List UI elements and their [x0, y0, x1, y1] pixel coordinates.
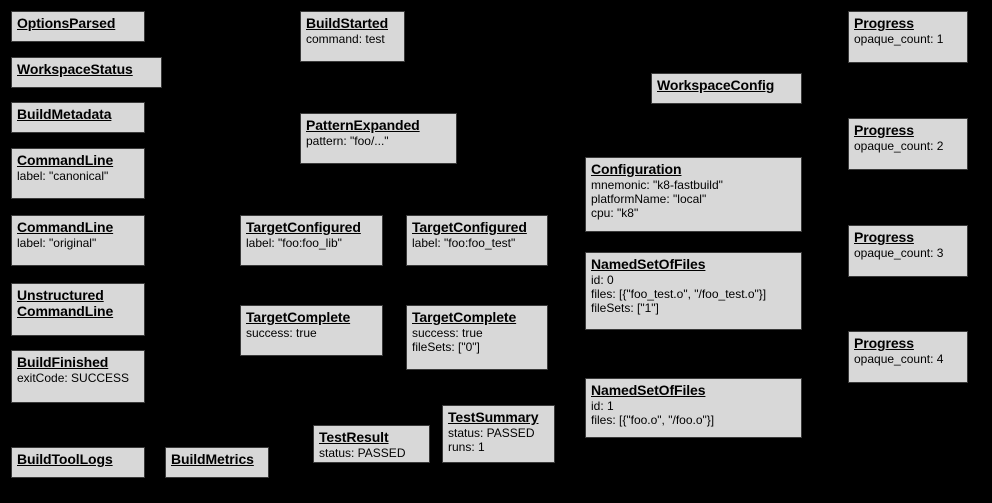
event-node-title: PatternExpanded — [306, 117, 420, 133]
event-node-field: mnemonic: "k8-fastbuild" — [591, 178, 723, 192]
event-node-title: Unstructured CommandLine — [17, 287, 114, 319]
event-node-title: CommandLine — [17, 219, 114, 235]
event-node-fields: opaque_count: 2 — [854, 139, 962, 153]
event-node-field: label: "canonical" — [17, 169, 109, 183]
event-node-field: success: true — [412, 326, 483, 340]
event-node-title: NamedSetOfFiles — [591, 382, 706, 398]
event-node-build-metrics[interactable]: BuildMetrics — [165, 447, 269, 478]
event-node-title: BuildMetrics — [171, 451, 254, 467]
event-node-field: label: "foo:foo_test" — [412, 236, 516, 250]
event-node-title: TestResult — [319, 429, 389, 445]
event-node-title: TestSummary — [448, 409, 539, 425]
event-node-title: WorkspaceStatus — [17, 61, 133, 77]
event-node-fields: success: true — [246, 326, 377, 340]
event-node-title: TargetConfigured — [246, 219, 361, 235]
event-node-field: opaque_count: 4 — [854, 352, 944, 366]
event-node-field: status: PASSED — [319, 446, 406, 460]
event-node-title: OptionsParsed — [17, 15, 116, 31]
event-node-field: status: PASSED — [448, 426, 535, 440]
event-node-title: Progress — [854, 335, 914, 351]
event-node-fields: label: "original" — [17, 236, 139, 250]
event-node-field: label: "original" — [17, 236, 97, 250]
event-node-options-parsed[interactable]: OptionsParsed — [11, 11, 145, 42]
event-node-fields: label: "canonical" — [17, 169, 139, 183]
event-node-fields: label: "foo:foo_test" — [412, 236, 542, 250]
event-node-build-metadata[interactable]: BuildMetadata — [11, 102, 145, 133]
event-node-field: id: 0 — [591, 273, 614, 287]
event-node-title: Progress — [854, 122, 914, 138]
event-node-field: opaque_count: 1 — [854, 32, 944, 46]
event-node-field: pattern: "foo/..." — [306, 134, 389, 148]
event-node-title: BuildMetadata — [17, 106, 112, 122]
event-node-field: command: test — [306, 32, 385, 46]
event-node-title: TargetComplete — [246, 309, 351, 325]
event-node-fields: opaque_count: 3 — [854, 246, 962, 260]
event-node-field: files: [{"foo_test.o", "/foo_test.o"}] — [591, 287, 767, 301]
event-node-title: TargetConfigured — [412, 219, 527, 235]
event-node-field: opaque_count: 2 — [854, 139, 944, 153]
event-node-field: label: "foo:foo_lib" — [246, 236, 342, 250]
event-node-field: id: 1 — [591, 399, 614, 413]
event-node-title: BuildToolLogs — [17, 451, 113, 467]
event-node-field: success: true — [246, 326, 317, 340]
event-node-title: CommandLine — [17, 152, 114, 168]
event-node-workspace-config[interactable]: WorkspaceConfig — [651, 73, 802, 104]
event-node-field: fileSets: ["0"] — [412, 340, 480, 354]
event-node-field: opaque_count: 3 — [854, 246, 944, 260]
event-node-fields: pattern: "foo/..." — [306, 134, 451, 148]
event-node-title: Progress — [854, 15, 914, 31]
event-node-fields: status: PASSED — [319, 446, 424, 460]
event-node-build-tool-logs[interactable]: BuildToolLogs — [11, 447, 145, 478]
event-node-title: NamedSetOfFiles — [591, 256, 706, 272]
event-node-unstructured-command-line[interactable]: Unstructured CommandLine — [11, 283, 145, 336]
event-node-title: Progress — [854, 229, 914, 245]
event-node-fields: exitCode: SUCCESS — [17, 371, 139, 385]
event-node-title: TargetComplete — [412, 309, 517, 325]
event-node-field: exitCode: SUCCESS — [17, 371, 130, 385]
event-node-fields: label: "foo:foo_lib" — [246, 236, 377, 250]
event-node-fields: opaque_count: 4 — [854, 352, 962, 366]
event-node-workspace-status[interactable]: WorkspaceStatus — [11, 57, 162, 88]
event-node-field: files: [{"foo.o", "/foo.o"}] — [591, 413, 715, 427]
event-node-fields: opaque_count: 1 — [854, 32, 962, 46]
event-node-fields: mnemonic: "k8-fastbuild"platformName: "l… — [591, 178, 796, 220]
event-node-title: WorkspaceConfig — [657, 77, 775, 93]
event-node-field: runs: 1 — [448, 440, 485, 454]
event-node-field: fileSets: ["1"] — [591, 301, 659, 315]
event-node-field: cpu: "k8" — [591, 206, 639, 220]
event-node-field: platformName: "local" — [591, 192, 707, 206]
event-node-title: Configuration — [591, 161, 682, 177]
event-node-title: BuildStarted — [306, 15, 389, 31]
event-node-fields: command: test — [306, 32, 399, 46]
event-node-title: BuildFinished — [17, 354, 109, 370]
